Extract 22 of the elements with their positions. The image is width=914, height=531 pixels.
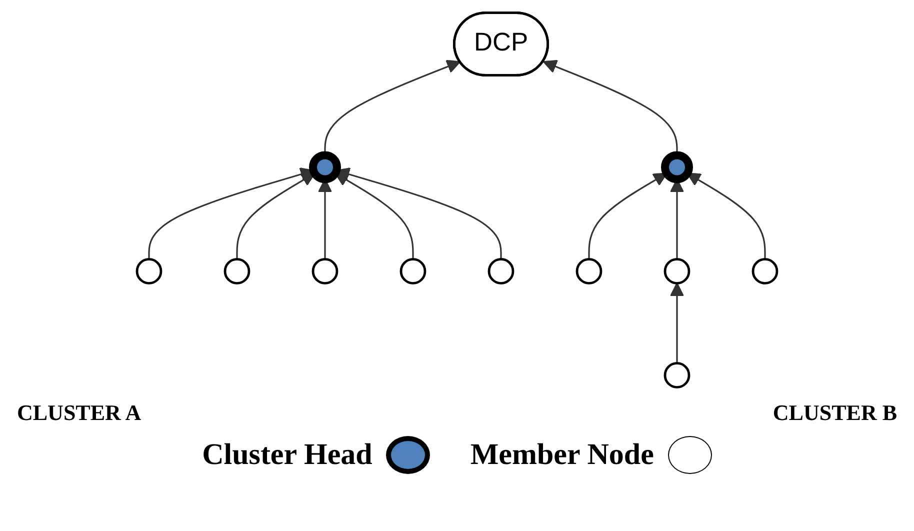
node-circle [224,258,250,284]
arrow [334,172,414,260]
node-circle [312,258,338,284]
cluster-label: CLUSTER B [772,400,897,426]
node-circle [400,258,426,284]
node-circle [752,258,778,284]
node-circle [488,258,514,284]
arrow [336,167,502,260]
arrow [670,282,684,364]
arrow [148,167,314,260]
node-circle [664,362,690,388]
node-circle [664,258,690,284]
node-circle [136,258,162,284]
arrow [236,172,316,260]
legend-text: Cluster Head [202,438,372,472]
node-circle [576,258,602,284]
node-circle [309,151,341,184]
cluster-label: CLUSTER A [17,400,142,426]
node-circle [661,151,693,184]
arrow [588,172,668,260]
arrow [686,172,766,260]
legend-text: Member Node [470,438,654,472]
